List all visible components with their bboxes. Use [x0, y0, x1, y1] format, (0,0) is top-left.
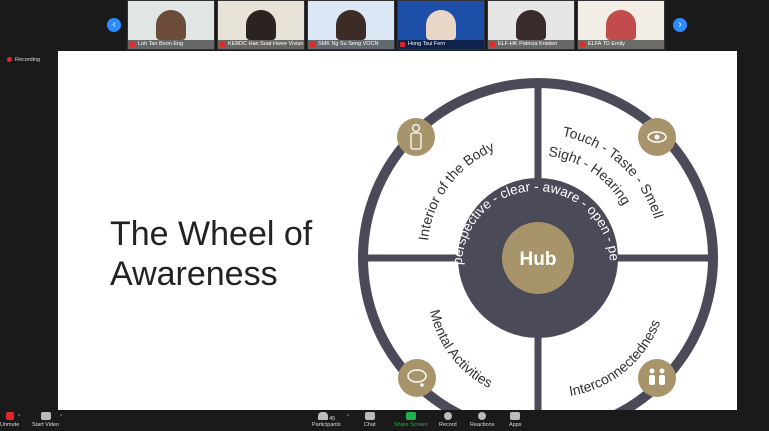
- recording-label: Recording: [15, 57, 41, 63]
- muted-mic-icon: [400, 42, 405, 47]
- record-button[interactable]: Record: [439, 412, 457, 428]
- participants-count: 45: [329, 416, 336, 422]
- video-tile[interactable]: KEBDC Han Suat Hwee Vivian: [217, 0, 305, 50]
- video-gallery-strip: ‹ Loh Tan Boon Eng KEBDC Han Suat Hwee V…: [0, 0, 769, 52]
- unmute-label: Unmute: [0, 422, 20, 428]
- hub-circle: [502, 222, 574, 294]
- video-tile[interactable]: Loh Tan Boon Eng: [127, 0, 215, 50]
- audio-options-caret[interactable]: ^: [18, 414, 21, 420]
- share-screen-label: Share Screen: [394, 422, 428, 428]
- start-video-label: Start Video: [32, 422, 60, 428]
- chat-button[interactable]: Chat: [364, 412, 376, 428]
- apps-icon: [510, 412, 521, 420]
- gallery-next-button[interactable]: ›: [673, 18, 687, 32]
- meeting-toolbar: Unmute ^ Start Video ^ 45 Participants ^…: [0, 410, 769, 431]
- participants-label: Participants: [312, 422, 341, 428]
- record-dot-icon: [7, 57, 12, 63]
- muted-mic-icon: [130, 42, 135, 47]
- record-label: Record: [439, 422, 457, 428]
- share-screen-button[interactable]: Share Screen: [394, 412, 428, 428]
- recording-indicator[interactable]: Recording: [7, 57, 40, 63]
- participant-name: SMK Ng Su Seng VOCN: [318, 41, 379, 47]
- body-icon: [397, 118, 435, 156]
- participant-name: KEBDC Han Suat Hwee Vivian: [228, 41, 304, 47]
- participant-video: [426, 10, 456, 40]
- participant-name: Loh Tan Boon Eng: [138, 41, 184, 47]
- eye-icon: [638, 118, 676, 156]
- smiley-icon: [478, 412, 487, 420]
- video-tile[interactable]: ELFA TD Emily: [577, 0, 665, 50]
- slide-title: The Wheel of Awareness: [110, 215, 313, 293]
- video-tile[interactable]: ELF-HK Patricia Kristien: [487, 0, 575, 50]
- unmute-button[interactable]: Unmute: [0, 412, 19, 428]
- apps-button[interactable]: Apps: [509, 412, 522, 428]
- apps-label: Apps: [509, 422, 522, 428]
- muted-mic-icon: [490, 42, 495, 47]
- gallery-prev-button[interactable]: ‹: [107, 18, 121, 32]
- thought-icon: [398, 359, 436, 397]
- shared-screen-slide: The Wheel of Awareness Hub perspective -…: [58, 51, 737, 410]
- participant-name: Hong Tsui Fern: [408, 41, 446, 47]
- participant-video: [336, 10, 366, 40]
- mic-muted-icon: [5, 412, 14, 420]
- start-video-button[interactable]: Start Video: [32, 412, 59, 428]
- participants-button[interactable]: 45 Participants: [312, 412, 341, 428]
- wheel-of-awareness-diagram: Hub perspective - clear - aware - open -…: [350, 66, 718, 410]
- muted-mic-icon: [580, 42, 585, 47]
- participants-icon: [317, 412, 328, 420]
- participants-options-caret[interactable]: ^: [347, 414, 350, 420]
- share-screen-icon: [405, 412, 416, 420]
- participant-name: ELF-HK Patricia Kristien: [498, 41, 558, 47]
- video-tile[interactable]: SMK Ng Su Seng VOCN: [307, 0, 395, 50]
- video-options-caret[interactable]: ^: [60, 414, 63, 420]
- participant-video: [156, 10, 186, 40]
- muted-mic-icon: [310, 42, 315, 47]
- participant-video: [246, 10, 276, 40]
- hub-label: Hub: [520, 249, 557, 270]
- record-icon: [443, 412, 452, 420]
- video-tile[interactable]: Hong Tsui Fern: [397, 0, 485, 50]
- reactions-button[interactable]: Reactions: [470, 412, 494, 428]
- muted-mic-icon: [220, 42, 225, 47]
- people-icon: [638, 359, 676, 397]
- reactions-label: Reactions: [470, 422, 495, 428]
- participant-video: [606, 10, 636, 40]
- video-off-icon: [40, 412, 51, 420]
- chat-icon: [364, 412, 375, 420]
- chat-label: Chat: [364, 422, 376, 428]
- participant-video: [516, 10, 546, 40]
- participant-name: ELFA TD Emily: [588, 41, 625, 47]
